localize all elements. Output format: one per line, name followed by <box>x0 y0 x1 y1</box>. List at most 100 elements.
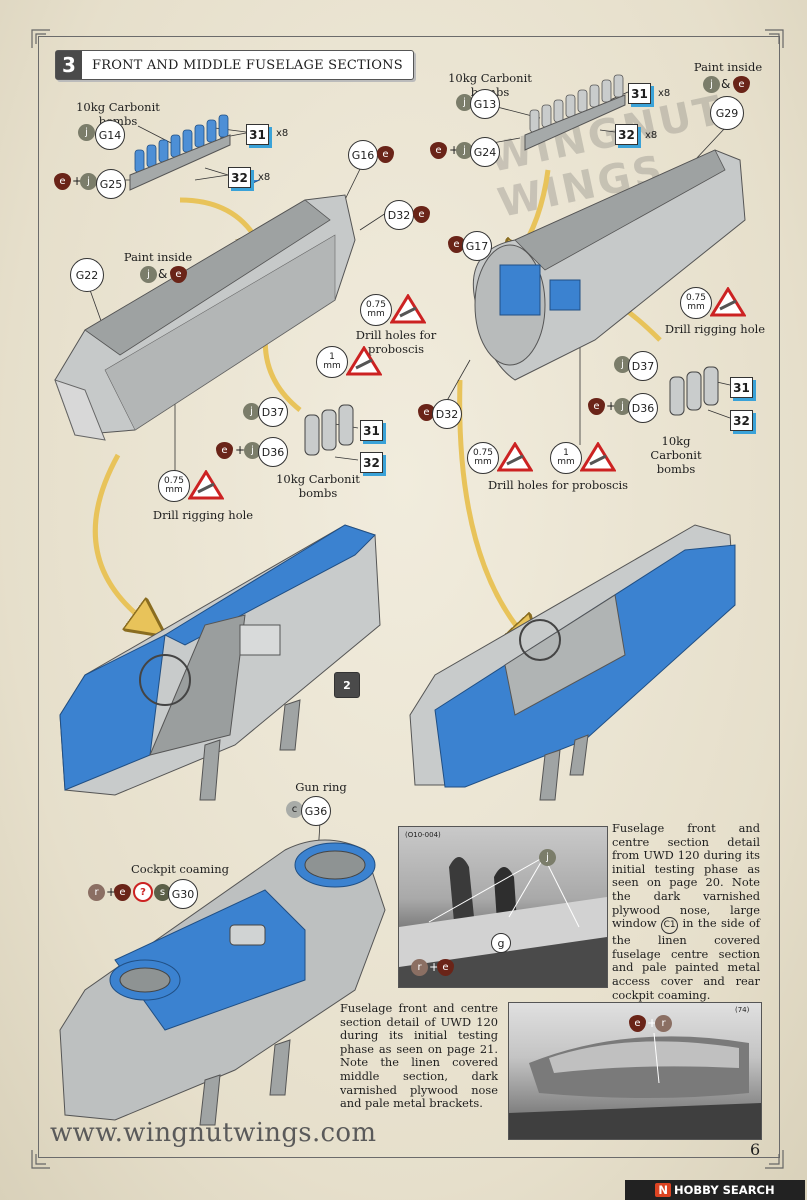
paint-s-icon: s <box>154 884 171 901</box>
part-g24: G24 <box>470 137 500 167</box>
paint-j-icon: j <box>614 356 631 373</box>
drill-bit-icon <box>390 294 426 324</box>
left-assembled-fuselage-drawing <box>59 524 381 801</box>
cockpit-coaming-label: Cockpit coaming <box>130 862 230 876</box>
drill-size: 0.75 <box>685 293 707 303</box>
drill-unit: mm <box>165 485 183 495</box>
gun-ring-label: Gun ring <box>295 780 347 794</box>
paint-j-icon: j <box>614 398 631 415</box>
plus-sign: + <box>429 960 440 974</box>
callout-c1: C1 <box>661 917 679 935</box>
drill-bit-icon <box>346 346 382 376</box>
part-g17: G17 <box>462 231 492 261</box>
hobby-search-logo: N HOBBY SEARCH <box>625 1180 805 1200</box>
sub-step-2-badge: 2 <box>334 672 360 698</box>
decal-box-31: 31 <box>730 377 753 398</box>
paint-e-icon: e <box>629 1015 646 1032</box>
paint-j-icon: j <box>140 266 157 283</box>
frame-corner-ornament <box>31 1150 50 1169</box>
paint-e-icon: e <box>448 236 465 253</box>
plus-sign: + <box>106 885 117 899</box>
part-d36: D36 <box>258 437 288 467</box>
decal-box-32: 32 <box>360 452 383 473</box>
reference-photo-1: (O10-004) j g r + e <box>398 826 608 988</box>
frame-corner-ornament <box>31 29 50 48</box>
part-d36: D36 <box>628 393 658 423</box>
drill-unit: mm <box>687 302 705 312</box>
paint-c-icon: c <box>286 801 303 818</box>
paint-e-icon: e <box>733 76 750 93</box>
page-frame <box>38 36 780 1158</box>
part-g25: G25 <box>96 169 126 199</box>
paint-j-icon: j <box>244 442 261 459</box>
brand-tag: N <box>655 1183 672 1197</box>
decal-box-32: 32 <box>615 124 638 145</box>
left-small-rack-drawing <box>304 404 354 456</box>
right-bomb-rack-drawing <box>524 74 626 151</box>
and-sign: & <box>721 77 731 91</box>
paint-e-icon: e <box>216 442 233 459</box>
paint-e-icon: e <box>588 398 605 415</box>
decal-box-31: 31 <box>628 83 651 104</box>
paint-j-icon: j <box>539 849 556 866</box>
paint-j-icon: j <box>456 142 473 159</box>
step-number: 3 <box>56 51 82 79</box>
paint-inside-label: Paint inside <box>693 60 763 74</box>
paint-j-icon: j <box>243 403 260 420</box>
drill-bit-icon <box>497 442 533 472</box>
right-bombs-label-2: 10kg Carbonit bombs <box>650 434 702 476</box>
paint-r-icon: r <box>655 1015 672 1032</box>
decal-box-31: 31 <box>360 420 383 441</box>
plus-sign: + <box>235 443 246 457</box>
paint-e-icon: e <box>418 404 435 421</box>
drill-unit: mm <box>323 361 341 371</box>
multiplier-x8: x8 <box>645 130 658 141</box>
drill-proboscis-label: Drill holes for proboscis <box>487 478 629 492</box>
part-g30: G30 <box>168 879 198 909</box>
part-d32: D32 <box>384 200 414 230</box>
drill-size: 1 <box>329 352 335 362</box>
part-g29: G29 <box>710 96 744 130</box>
left-bomb-rack-drawing <box>129 114 231 191</box>
photo-2-caption: Fuselage front and centre section detail… <box>340 1001 498 1111</box>
paint-r-icon: r <box>88 884 105 901</box>
multiplier-x8: x8 <box>276 128 289 139</box>
drill-bit-icon <box>580 442 616 472</box>
drill-rigging-label: Drill rigging hole <box>664 322 766 336</box>
decal-box-32: 32 <box>730 410 753 431</box>
photo-1-caption-end: in the side of the linen covered fuselag… <box>612 916 761 1002</box>
paint-e-icon: e <box>170 266 187 283</box>
page-number: 6 <box>750 1140 761 1159</box>
paint-j-icon: j <box>80 173 97 190</box>
right-small-rack-drawing <box>669 366 719 416</box>
plus-sign: + <box>647 1016 658 1030</box>
part-g13: G13 <box>470 89 500 119</box>
photo-2-figures <box>509 1032 761 1139</box>
frame-corner-ornament <box>765 29 784 48</box>
drill-size: 1 <box>563 448 569 458</box>
paint-r-icon: r <box>411 959 428 976</box>
bottom-fuselage-drawing <box>59 839 386 1126</box>
website-url[interactable]: www.wingnutwings.com <box>50 1118 377 1148</box>
left-fuselage-drawing <box>54 180 356 441</box>
drill-bit-icon <box>188 470 224 500</box>
step-header: 3 FRONT AND MIDDLE FUSELAGE SECTIONS <box>55 50 414 80</box>
paint-inside-label: Paint inside <box>123 250 193 264</box>
drill-unit: mm <box>557 457 575 467</box>
drill-proboscis-label: Drill holes for proboscis <box>355 328 437 356</box>
drill-bit-icon <box>710 287 746 317</box>
photo-1-caption: Fuselage front and centre section detail… <box>612 821 761 1002</box>
paint-e-icon: e <box>377 146 394 163</box>
drill-size: 0.75 <box>365 300 387 310</box>
step-title: FRONT AND MIDDLE FUSELAGE SECTIONS <box>92 57 403 73</box>
part-g16: G16 <box>348 140 378 170</box>
right-fuselage-drawing <box>472 149 746 381</box>
part-d37: D37 <box>258 397 288 427</box>
drill-size: 0.75 <box>472 448 494 458</box>
drill-unit: mm <box>474 457 492 467</box>
paint-j-icon: j <box>78 124 95 141</box>
paint-e-icon: e <box>54 173 71 190</box>
decal-box-32: 32 <box>228 167 251 188</box>
multiplier-x8: x8 <box>258 172 271 183</box>
